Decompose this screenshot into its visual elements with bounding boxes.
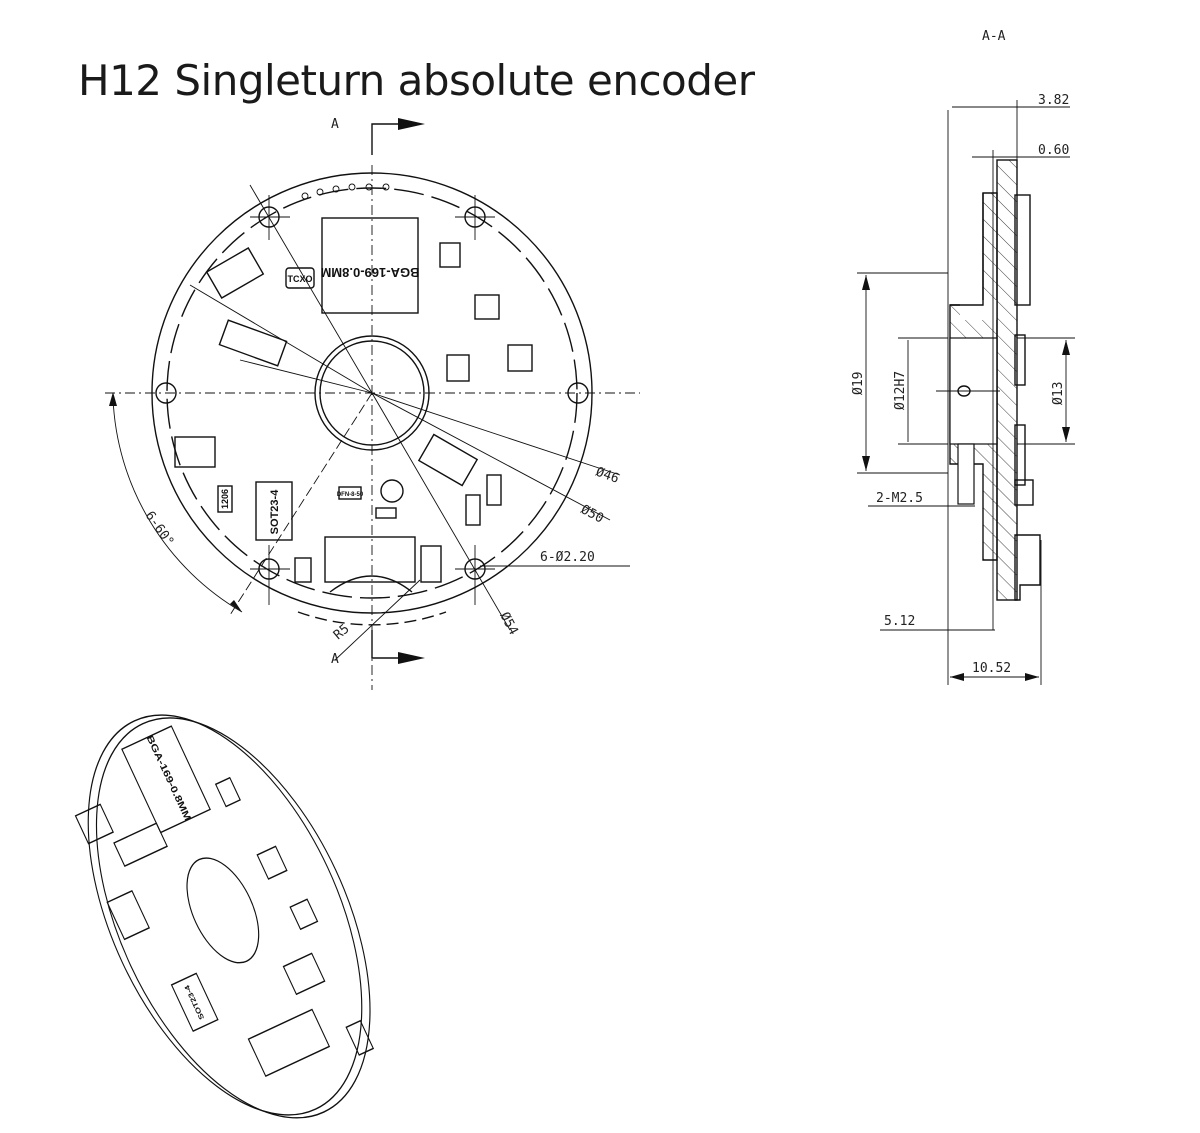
notch-r5 [329,575,413,593]
edge-pads [301,183,390,200]
dim-10-52: 10.52 [972,661,1011,676]
r1206-part [217,485,233,513]
iso-bga-label: BGA-169-0.8MM [144,734,193,823]
section-mark-bottom: A [331,652,339,667]
isometric-view: BGA-169-0.8MM SOT23-4 [74,714,375,1119]
dfn-label: DFN-8-50 [337,492,364,498]
dim-3-82: 3.82 [1038,93,1069,108]
dia50-label: Ø50 [578,502,606,526]
dia46-label: Ø46 [594,465,621,487]
dfn-part [338,486,362,500]
tcxo-chip [285,267,315,289]
mounting-holes [155,195,589,605]
r1206-label: 1206 [220,489,230,509]
section-label: A-A [982,29,1006,44]
m25-thread [957,443,975,505]
board-component [1014,194,1031,306]
section-mark-top: A [331,117,339,132]
dim-m25: 2-M2.5 [876,491,923,506]
angle-label: 6-60° [142,509,177,550]
dim-dia13: Ø13 [1051,382,1066,405]
angle-arc [112,397,243,613]
dim-dia19: Ø19 [851,372,866,395]
sot-label: SOT23-4 [269,489,281,535]
dim-0-60: 0.60 [1038,143,1069,158]
section-view: A-A 3.82 0.60 Ø19 Ø12H7 Ø13 2-M [851,29,1075,685]
holes-label: 6-Ø2.20 [540,550,595,565]
leader-r5 [334,579,421,661]
top-view: BGA-169-0.8MM TCXO SOT23-4 1206 DFN-8-50 [105,117,640,690]
dim-dia12h7: Ø12H7 [893,371,908,410]
dia54-label: Ø54 [496,610,520,638]
bga-label: BGA-169-0.8MM [321,265,420,280]
leader-dia46 [371,392,621,476]
pcb-section [996,159,1018,601]
tcxo-label: TCXO [287,274,312,284]
sot-chip [255,481,293,541]
r5-label: R5 [331,622,353,644]
drawing-title: H12 Singleturn absolute encoder [78,56,755,106]
leader-dia50 [371,392,611,521]
bga-chip [321,217,419,314]
other-components [174,242,533,583]
leader-dia54 [371,392,511,631]
iso-sot-label: SOT23-4 [183,983,206,1020]
dim-5-12: 5.12 [884,614,915,629]
